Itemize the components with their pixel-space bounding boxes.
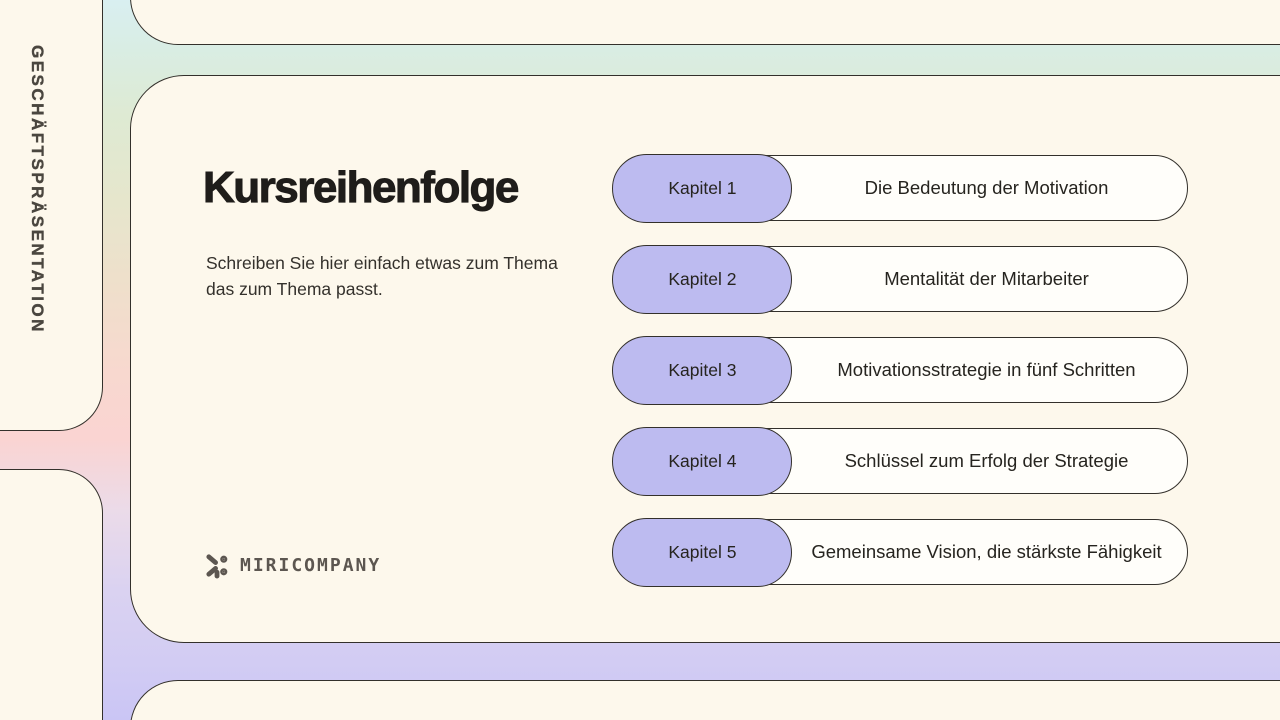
- chapter-number-label: Kapitel 3: [668, 360, 737, 381]
- side-rail-top-panel: [0, 0, 103, 431]
- company-logo: MIRICOMPANY: [204, 552, 381, 579]
- chapter-row-4[interactable]: Kapitel 4 Schlüssel zum Erfolg der Strat…: [612, 427, 1188, 497]
- slide-subtitle: Schreiben Sie hier einfach etwas zum The…: [206, 253, 558, 299]
- chapter-number-label: Kapitel 2: [668, 269, 737, 290]
- chapter-title: Motivationsstrategie in fünf Schritten: [837, 359, 1136, 380]
- chapter-row-5[interactable]: Kapitel 5 Gemeinsame Vision, die stärkst…: [612, 518, 1188, 588]
- chapter-list: Kapitel 1 Die Bedeutung der Motivation K…: [612, 154, 1188, 588]
- main-slide-card: Kursreihenfolge Schreiben Sie hier einfa…: [130, 75, 1280, 643]
- chapter-number-label: Kapitel 1: [668, 178, 737, 199]
- chapter-number-label: Kapitel 5: [668, 542, 737, 563]
- chapter-number-pill: Kapitel 5: [612, 518, 793, 588]
- chapter-row-3[interactable]: Kapitel 3 Motivationsstrategie in fünf S…: [612, 336, 1188, 406]
- chapter-title: Die Bedeutung der Motivation: [864, 177, 1109, 198]
- chapter-row-1[interactable]: Kapitel 1 Die Bedeutung der Motivation: [612, 154, 1188, 224]
- chapter-number-pill: Kapitel 2: [612, 245, 793, 315]
- chapter-row-2[interactable]: Kapitel 2 Mentalität der Mitarbeiter: [612, 245, 1188, 315]
- chapter-number-pill: Kapitel 1: [612, 154, 793, 224]
- previous-slide-card: [130, 0, 1280, 45]
- slide-title: Kursreihenfolge: [203, 163, 520, 212]
- next-slide-card: [130, 680, 1280, 720]
- chapter-title: Schlüssel zum Erfolg der Strategie: [844, 450, 1129, 471]
- chapter-title: Mentalität der Mitarbeiter: [884, 268, 1089, 289]
- company-logo-text: MIRICOMPANY: [240, 555, 382, 576]
- asterisk-spark-icon: [206, 554, 228, 579]
- side-rail-bottom-panel: [0, 469, 103, 720]
- chapter-number-pill: Kapitel 4: [612, 427, 793, 497]
- chapter-number-label: Kapitel 4: [668, 451, 737, 472]
- chapter-title: Gemeinsame Vision, die stärkste Fähigkei…: [811, 541, 1162, 562]
- vertical-presentation-label: GESCHÄFTSPRÄSENTATION: [28, 45, 47, 334]
- chapter-number-pill: Kapitel 3: [612, 336, 793, 406]
